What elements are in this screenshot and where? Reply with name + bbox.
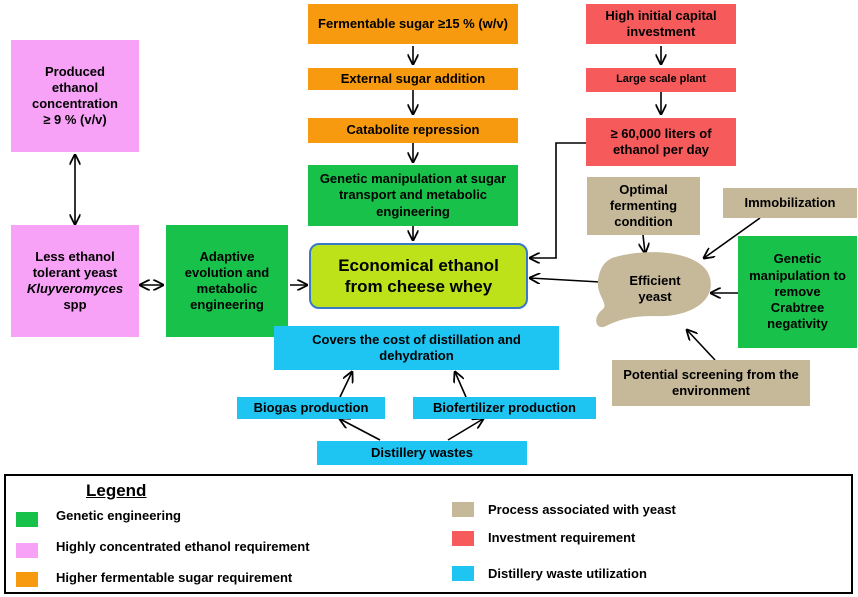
fermentable-sugar-box: Fermentable sugar ≥15 % (w/v) [308,4,518,44]
catabolite-box: Catabolite repression [308,118,518,143]
optimal-condition-box: Optimal fermenting condition [587,177,700,235]
legend-title: Legend [86,481,147,500]
less-tolerant-label: Less ethanol tolerant yeast [32,248,118,280]
legend-label-yeast: Process associated with yeast [488,502,676,517]
biofertilizer-box: Biofertilizer production [413,397,596,419]
less-tolerant-box: Less ethanol tolerant yeast Kluyveromyce… [11,225,139,337]
distillery-wastes-box: Distillery wastes [317,441,527,465]
legend-swatch-genetic [16,512,38,527]
legend-label-ethanol: Highly concentrated ethanol requirement [56,539,310,554]
genetic-crabtree-box: Genetic manipulation to remove Crabtree … [738,236,857,348]
legend-label-sugar: Higher fermentable sugar requirement [56,570,293,585]
arrow-wastes-to-biogas [340,419,381,441]
legend-label-waste: Distillery waste utilization [488,566,647,581]
spp-label: spp [63,297,87,313]
potential-screening-box: Potential screening from the environment [612,360,810,406]
arrow-biofertilizer-to-cost [455,372,467,398]
legend-swatch-waste [452,566,474,581]
arrow-screening-to-yeast [687,330,716,361]
legend-swatch-investment [452,531,474,546]
legend-swatch-sugar [16,572,38,587]
arrow-wastes-to-biofertilizer [447,419,483,441]
external-sugar-box: External sugar addition [308,68,518,90]
arrow-optimal-to-yeast [643,234,645,253]
high-capital-box: High initial capital investment [586,4,736,44]
large-plant-box: Large scale plant [586,68,736,92]
economical-ethanol-box: Economical ethanol from cheese whey [309,243,528,309]
efficient-yeast-label: Efficient yeast [629,272,681,304]
kluyveromyces-label: Kluyveromyces [26,281,124,296]
covers-cost-box: Covers the cost of distillation and dehy… [274,326,559,370]
genetic-sugar-box: Genetic manipulation at sugar transport … [308,165,518,226]
legend-swatch-ethanol [16,543,38,558]
arrow-immobilization-to-yeast [704,217,761,258]
arrow-biogas-to-cost [339,372,352,398]
immobilization-box: Immobilization [723,188,857,218]
legend-frame [4,474,853,594]
arrow-liters-to-center [530,142,586,258]
legend-label-genetic: Genetic engineering [56,508,181,523]
produced-ethanol-box: Produced ethanol concentration ≥ 9 % (v/… [11,40,139,152]
biogas-box: Biogas production [237,397,385,419]
efficient-yeast-shape [596,252,711,328]
arrow-yeast-to-center [530,278,601,282]
legend-swatch-yeast [452,502,474,517]
legend-label-investment: Investment requirement [488,530,636,545]
adaptive-box: Adaptive evolution and metabolic enginee… [166,225,288,337]
liters-box: ≥ 60,000 liters of ethanol per day [586,118,736,166]
